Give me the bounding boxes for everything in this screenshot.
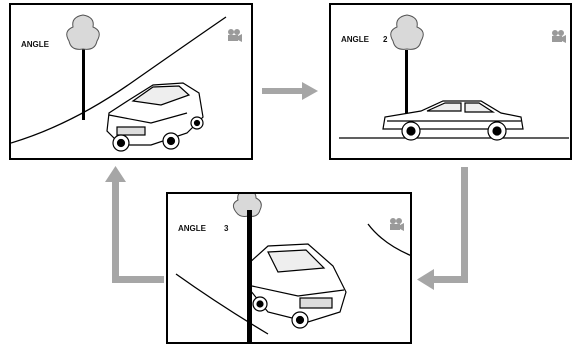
angle-number: 3 (224, 224, 229, 233)
scene-angle-3 (175, 194, 410, 342)
car-icon (382, 100, 524, 141)
angle-number: 2 (383, 35, 388, 44)
angle-panel-3: ANGLE 3 (166, 192, 412, 344)
camera-angle-icon (228, 29, 242, 42)
camera-angle-icon (390, 218, 404, 231)
arrow-down-left (417, 167, 468, 290)
angle-label: ANGLE (341, 35, 369, 44)
tree-icon (232, 194, 262, 342)
angle-label: ANGLE (21, 40, 49, 49)
angle-panel-2: ANGLE 2 (329, 3, 572, 160)
camera-angle-icon (552, 30, 566, 43)
arrow-up (105, 166, 164, 283)
angle-label: ANGLE (178, 224, 206, 233)
tree-icon (66, 14, 100, 120)
arrow-right (262, 82, 318, 100)
scene-angle-1 (11, 14, 227, 152)
scene-angle-2 (339, 14, 569, 141)
car-icon (106, 82, 204, 152)
angle-panel-1: ANGLE (9, 3, 253, 160)
tree-icon (390, 14, 424, 132)
car-icon (247, 243, 347, 329)
